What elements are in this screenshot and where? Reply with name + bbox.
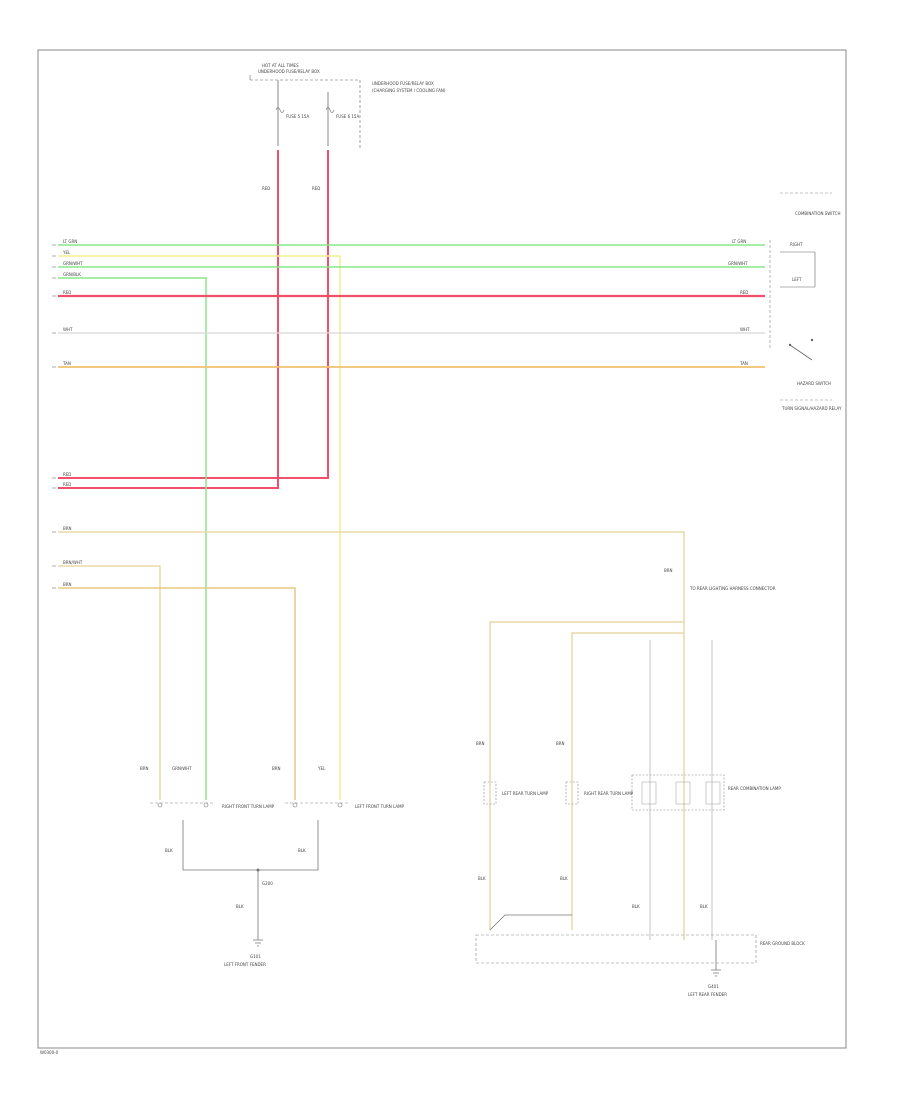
rear-ground-wire-4: BLK [700,904,708,909]
front-ground-id: G101 [250,954,261,959]
right-front-lamp-label: RIGHT FRONT TURN LAMP [222,804,275,809]
left-connector-pins [52,244,56,589]
rear-ground-block-label: REAR GROUND BLOCK [760,941,805,946]
right-rear-lamp-label: RIGHT REAR TURN LAMP [584,791,634,796]
svg-text:LT GRN: LT GRN [732,239,746,244]
turn-relay-label: TURN SIGNAL/HAZARD RELAY [781,406,842,411]
combination-switch: COMBINATION SWITCH RIGHT LEFT HAZARD SWI… [769,192,842,411]
front-ground-wire-main: BLK [236,904,244,909]
combination-switch-title: COMBINATION SWITCH [795,211,840,216]
wire-brn-wht [58,565,161,800]
right-rear-lamp-icon [565,781,579,805]
right-front-lamp-icon [157,802,163,808]
svg-text:WHT: WHT [740,327,750,332]
fuse-label-left: FUSE 5 15A [286,114,309,119]
left-front-lamp-label: LEFT FRONT TURN LAMP [355,804,405,809]
svg-text:RED: RED [63,472,71,477]
hazard-switch-icon [789,344,813,361]
wire-red-fuse6 [58,150,329,479]
rear-ground-label: LEFT REAR FENDER [688,992,727,997]
front-wire-label-b: GRN/WHT [172,766,192,771]
wire-grn-blk [58,277,207,800]
fuse-box: HOT AT ALL TIMES UNDERHOOD FUSE/RELAY BO… [249,63,446,191]
combo-lamp-icon-3 [705,781,721,805]
front-ground-wire-left: BLK [165,848,173,853]
rear-ground-wire-1: BLK [478,876,486,881]
fuse-box-name: UNDERHOOD FUSE/RELAY BOX [372,81,434,86]
svg-text:RED: RED [63,482,71,487]
fuse-icon-right [325,107,335,113]
bus-wire-labels-right: LT GRN GRN/WHT RED WHT TAN [728,239,750,366]
wire-brn-front [58,587,296,800]
combo-lamp-icon-1 [641,781,657,805]
front-turn-lamps: BRN GRN/WHT BRN YEL RIGHT FRONT TURN LAM… [140,766,405,967]
fuse-box-header-sub: UNDERHOOD FUSE/RELAY BOX [258,69,320,74]
wire-red-fuse5 [58,150,279,489]
right-front-lamp-icon-2 [203,802,209,808]
left-front-lamp-icon-2 [337,802,343,808]
wire-brn-rear-right [571,632,684,930]
svg-text:RED: RED [740,290,748,295]
front-wire-label-c: BRN [272,766,281,771]
figure-id: W0300-0 [40,1050,59,1055]
diagram-frame [37,49,847,1049]
svg-text:YEL: YEL [62,250,71,255]
rear-combination-lamp-box [631,774,725,811]
fuse-box-header: HOT AT ALL TIMES [262,63,299,68]
front-junction-label: G200 [262,881,273,886]
left-front-lamp-icon [292,802,298,808]
svg-text:GRN/WHT: GRN/WHT [728,261,748,266]
fuse-box-note: (CHARGING SYSTEM / COOLING FAN) [372,88,446,93]
rear-turn-lamps: BRN TO REAR LIGHTING HARNESS CONNECTOR B… [475,568,805,997]
rear-wire-label-brn: BRN [664,568,673,573]
left-rear-lamp-label: LEFT REAR TURN LAMP [502,791,549,796]
rear-ground-wire-2: BLK [560,876,568,881]
switch-right-label: RIGHT [790,242,803,247]
svg-text:BRN: BRN [63,582,72,587]
front-wire-label-a: BRN [140,766,149,771]
bus-wire-labels-left: LT GRN YEL GRN/WHT GRN/BLK RED WHT TAN R… [62,239,83,587]
svg-text:WHT: WHT [63,327,73,332]
front-ground-label: LEFT FRONT FENDER [224,962,266,967]
fuse-wire-label-right: RED [312,186,320,191]
switch-left-label: LEFT [792,277,802,282]
rear-ground-wire-3: BLK [632,904,640,909]
wire-brn-rear [58,531,685,940]
fuse-box-outline [250,79,361,150]
svg-text:GRN/WHT: GRN/WHT [63,261,83,266]
rear-left-wire: BRN [476,741,485,746]
svg-text:GRN/BLK: GRN/BLK [63,272,81,277]
svg-text:LT GRN: LT GRN [63,239,77,244]
ground-icon-rear [711,969,721,977]
front-wire-label-d: YEL [317,766,326,771]
rear-right-wire: BRN [556,741,565,746]
fuse-wire-label-left: RED [262,186,270,191]
wire-yel [58,255,341,800]
svg-text:TAN: TAN [739,361,748,366]
svg-text:BRN: BRN [63,526,72,531]
front-ground-wire-right: BLK [298,848,306,853]
wire-brn-rear-left [489,621,684,930]
combo-lamp-icon-2 [675,781,691,805]
fuse-label-right: FUSE 6 15A [336,114,359,119]
rear-combination-lamp-label: REAR COMBINATION LAMP [728,786,781,791]
svg-text:RED: RED [63,290,71,295]
fuse-icon-left [275,107,285,113]
svg-text:TAN: TAN [62,361,71,366]
ground-icon-front [253,939,263,947]
left-rear-lamp-icon [483,781,497,805]
hazard-switch-label: HAZARD SWITCH [797,381,831,386]
rear-connector-note: TO REAR LIGHTING HARNESS CONNECTOR [689,586,776,591]
rear-ground-block-outline [475,934,757,964]
rear-ground-id: G401 [708,984,719,989]
svg-text:BRN/WHT: BRN/WHT [63,560,83,565]
